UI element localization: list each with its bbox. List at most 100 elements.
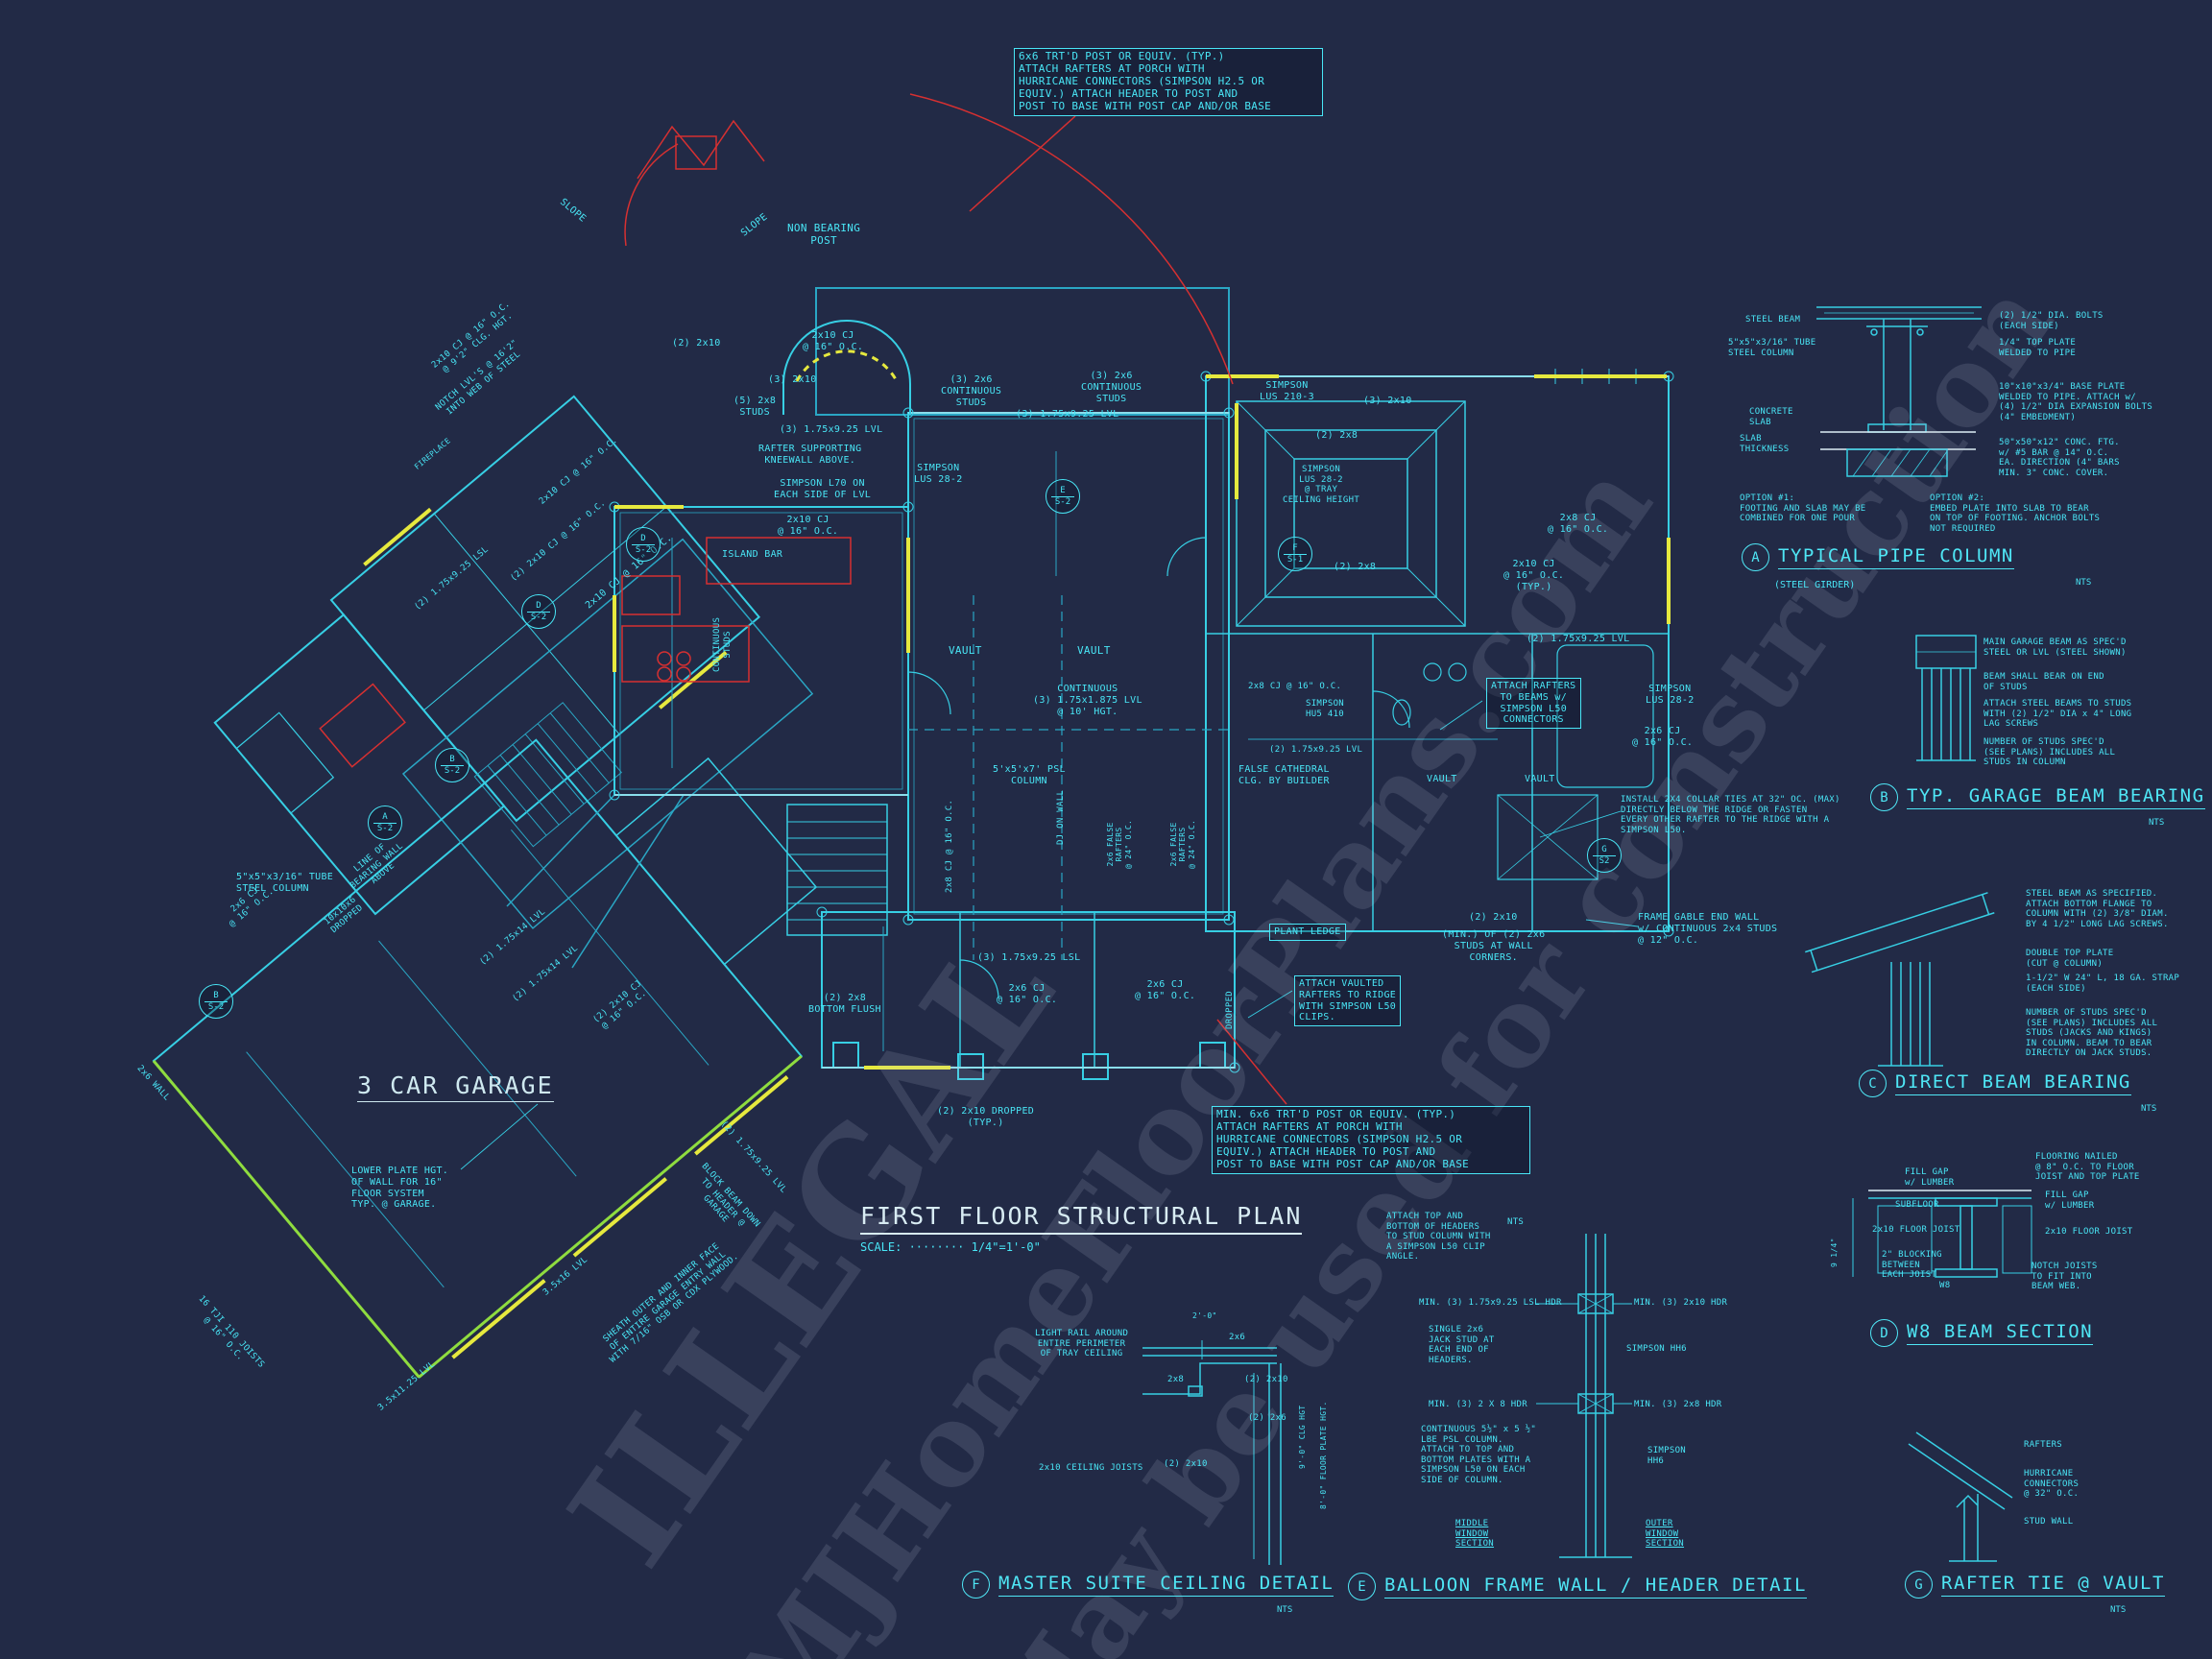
annotation-label: (3) 2x6 CONTINUOUS STUDS (941, 374, 1002, 408)
annotation-label: MAIN GARAGE BEAM AS SPEC'D STEEL OR LVL … (1984, 637, 2127, 658)
detail-letter-d: D (1870, 1319, 1898, 1347)
room-label-garage: 3 CAR GARAGE (357, 1071, 554, 1102)
plan-title-block: FIRST FLOOR STRUCTURAL PLAN SCALE: ·····… (860, 1202, 1303, 1254)
annotation-label: HURRICANE CONNECTORS @ 32" O.C. (2024, 1469, 2080, 1500)
annotation-label: CONTINUOUS 5½" x 5 ½" LBE PSL COLUMN. AT… (1421, 1425, 1537, 1486)
annotation-label: 5"x5"x3/16" TUBE STEEL COLUMN (236, 872, 334, 894)
detail-title-balloon-frame-wall: E BALLOON FRAME WALL / HEADER DETAIL (1348, 1573, 1807, 1600)
detail-sub-a: (STEEL GIRDER) (1774, 580, 1856, 590)
annotation-label: RAFTERS (2024, 1440, 2063, 1450)
annotation-label: DJ ON WALL (1056, 789, 1066, 845)
annotation-label: CONCRETE SLAB (1749, 407, 1793, 427)
plan-scale-note: SCALE: ········ 1/4"=1'-0" (860, 1240, 1041, 1254)
annotation-label: (2) 2x10 (1244, 1375, 1288, 1384)
annotation-label: SUBFLOOR (1895, 1200, 1939, 1210)
annotation-label: VAULT (1525, 774, 1555, 784)
detail-nts-b: NTS (2149, 818, 2165, 828)
note-porch-post-top: 6x6 TRT'D POST OR EQUIV. (TYP.) ATTACH R… (1014, 48, 1323, 116)
annotation-label: RAFTER SUPPORTING KNEEWALL ABOVE. (758, 444, 862, 466)
annotation-label: (MIN.) OF (2) 2x6 STUDS AT WALL CORNERS. (1442, 929, 1546, 963)
detail-letter-a: A (1742, 543, 1769, 571)
annotation-label: CONTINUOUS (3) 1.75x1.875 LVL @ 10' HGT. (1033, 684, 1142, 717)
annotation-label: OUTER WINDOW SECTION (1646, 1519, 1685, 1550)
annotation-label: (2) 2x8 (1334, 562, 1377, 572)
annotation-label: 2" BLOCKING BETWEEN EACH JOIST (1882, 1250, 1942, 1281)
annotation-label: BEAM SHALL BEAR ON END OF STUDS (1984, 672, 2104, 692)
annotation-label: FALSE CATHEDRAL CLG. BY BUILDER (1238, 764, 1330, 786)
annotation-label: 2x6 FALSE RAFTERS @ 24" O.C. (1106, 819, 1133, 869)
annotation-label: FILL GAP w/ LUMBER (1905, 1167, 1955, 1188)
detail-letter-b: B (1870, 783, 1898, 811)
annotation-label: 2x8 CJ @ 16" O.C. (945, 799, 954, 893)
detail-title-typical-pipe-column: A TYPICAL PIPE COLUMN (1742, 543, 2014, 571)
annotation-label: STUD WALL (2024, 1517, 2074, 1527)
annotation-label: 2x6 CJ @ 16" O.C. (1135, 979, 1196, 1001)
annotation-label: ATTACH STEEL BEAMS TO STUDS WITH (2) 1/2… (1984, 699, 2132, 730)
detail-title-rafter-tie-vault: G RAFTER TIE @ VAULT (1905, 1571, 2165, 1599)
detail-title-direct-beam-bearing: C DIRECT BEAM BEARING (1859, 1070, 2131, 1097)
annotation-label: OPTION #2: EMBED PLATE INTO SLAB TO BEAR… (1930, 493, 2101, 534)
detail-nts-c: NTS (2141, 1104, 2157, 1114)
note-porch-post-bottom: MIN. 6x6 TRT'D POST OR EQUIV. (TYP.) ATT… (1212, 1106, 1530, 1174)
annotation-label: 8'-0" FLOOR PLATE HGT. (1319, 1401, 1328, 1509)
annotation-label: ATTACH RAFTERS TO BEAMS w/ SIMPSON L50 C… (1486, 678, 1581, 730)
annotation-label: STEEL BEAM AS SPECIFIED. ATTACH BOTTOM F… (2026, 889, 2169, 929)
annotation-label: 1/4" TOP PLATE WELDED TO PIPE (1999, 338, 2077, 358)
annotation-label: MIN. (3) 1.75x9.25 LSL HDR (1419, 1298, 1562, 1308)
annotation-label: SIMPSON HU5 410 (1306, 699, 1345, 719)
annotation-label: MIN. (3) 2 X 8 HDR (1429, 1400, 1527, 1409)
annotation-label: NON BEARING POST (787, 222, 861, 247)
annotation-label: DROPPED (1225, 990, 1235, 1029)
detail-nts-f: NTS (1277, 1605, 1293, 1615)
annotation-label: SIMPSON LUS 28-2 (914, 463, 963, 485)
annotation-label: 2x6 CJ @ 16" O.C. (1632, 726, 1694, 748)
annotation-label: SIMPSON LUS 210-3 (1260, 380, 1314, 402)
annotation-label: NOTCH JOISTS TO FIT INTO BEAM WEB. (2032, 1262, 2098, 1292)
annotation-label: (3) 1.75x9.25 LSL (977, 952, 1081, 963)
annotation-label: NUMBER OF STUDS SPEC'D (SEE PLANS) INCLU… (2026, 1008, 2158, 1059)
annotation-label: 10"x10"x3/4" BASE PLATE WELDED TO PIPE. … (1999, 382, 2153, 422)
annotation-label: NTS (1507, 1217, 1525, 1227)
annotation-label: 50"x50"x12" CONC. FTG. w/ #5 BAR @ 14" O… (1999, 438, 2120, 478)
annotation-label: 5"x5"x3/16" TUBE STEEL COLUMN (1728, 338, 1816, 358)
annotation-label: MIDDLE WINDOW SECTION (1455, 1519, 1495, 1550)
annotation-label: 9 1/4" (1830, 1238, 1839, 1267)
annotation-label: 9'-0" CLG HGT (1298, 1405, 1307, 1469)
annotation-label: 2x6 (1229, 1333, 1246, 1342)
annotation-label: (2) 2x10 DROPPED (TYP.) (937, 1106, 1035, 1128)
annotation-label: SIMPSON HH6 (1647, 1446, 1687, 1466)
annotation-label: (3) 2x10 (768, 374, 817, 385)
annotation-label: SIMPSON LUS 28-2 @ TRAY CEILING HEIGHT (1283, 465, 1360, 505)
detail-title-w8-beam-section: D W8 BEAM SECTION (1870, 1319, 2094, 1347)
annotation-label: MIN. (3) 2x8 HDR (1634, 1400, 1722, 1409)
annotation-label: 5'x5'x7' PSL COLUMN (993, 764, 1066, 786)
detail-title-master-suite-ceiling: F MASTER SUITE CEILING DETAIL (962, 1571, 1334, 1599)
annotation-label: LIGHT RAIL AROUND ENTIRE PERIMETER OF TR… (1035, 1329, 1129, 1359)
annotation-label: INSTALL 2X4 COLLAR TIES AT 32" OC. (MAX)… (1621, 795, 1840, 835)
detail-letter-c: C (1859, 1070, 1887, 1097)
annotation-label: SINGLE 2x6 JACK STUD AT EACH END OF HEAD… (1429, 1325, 1495, 1365)
detail-nts-g: NTS (2110, 1605, 2127, 1615)
annotation-label: (3) 2x6 CONTINUOUS STUDS (1081, 371, 1142, 404)
annotation-label: (2) 1.75x9.25 LVL (1269, 745, 1363, 755)
annotation-label: SIMPSON L70 ON EACH SIDE OF LVL (774, 478, 872, 500)
annotation-label: FRAME GABLE END WALL w/ CONTINUOUS 2x4 S… (1638, 912, 1778, 946)
annotation-label: LOWER PLATE HGT. OF WALL FOR 16" FLOOR S… (351, 1166, 449, 1211)
annotation-label: 2x6 CJ @ 16" O.C. (997, 983, 1058, 1005)
annotation-label: ISLAND BAR (722, 549, 783, 560)
annotation-label: 2x10 CJ @ 16" O.C. (778, 515, 839, 537)
detail-nts-a: NTS (2076, 578, 2092, 588)
annotation-label: 2x10 FLOOR JOIST (1872, 1225, 1960, 1235)
annotation-label: (5) 2x8 STUDS (733, 396, 777, 418)
annotation-label: (2) 2x8 (1315, 430, 1358, 441)
annotation-label: 2x10 CJ @ 16" O.C. (803, 330, 864, 352)
annotation-label: DOUBLE TOP PLATE (CUT @ COLUMN) (2026, 949, 2114, 969)
